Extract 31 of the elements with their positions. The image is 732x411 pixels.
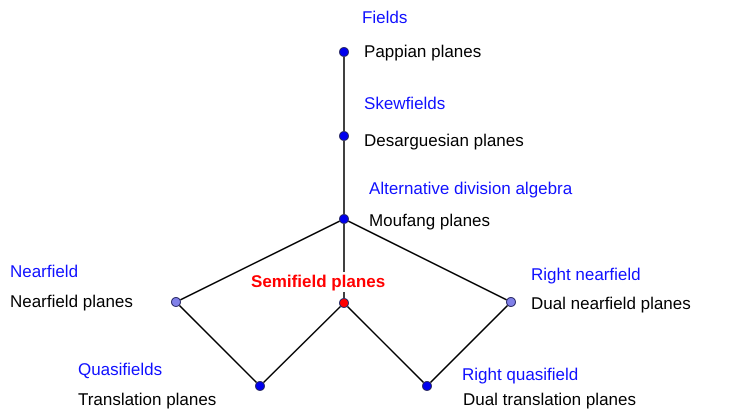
algebra-label: Right nearfield [531, 265, 641, 285]
vertex-dot [506, 297, 516, 307]
plane-label: Nearfield planes [10, 292, 133, 312]
plane-label: Moufang planes [369, 211, 490, 231]
connector-line [343, 57, 345, 131]
algebra-label: Fields [362, 8, 408, 28]
algebra-label: Alternative division algebra [369, 179, 572, 199]
plane-label: Desarguesian planes [364, 131, 524, 151]
algebra-label: Skewfields [364, 94, 446, 114]
vertex-dot [339, 214, 349, 224]
connector-line [343, 141, 345, 214]
algebra-label: Quasifields [78, 360, 162, 380]
connector-line [348, 220, 507, 300]
algebra-label: Right quasifield [462, 365, 578, 385]
plane-label: Dual nearfield planes [531, 294, 691, 314]
connector-line [347, 306, 424, 383]
vertex-dot [255, 381, 265, 391]
plane-label: Semifield planes [251, 272, 386, 292]
plane-label: Translation planes [78, 390, 216, 410]
plane-label: Pappian planes [364, 42, 482, 62]
vertex-dot [171, 297, 181, 307]
vertex-dot [339, 131, 349, 141]
vertex-dot [422, 381, 432, 391]
algebra-label: Nearfield [10, 262, 78, 282]
connector-line [180, 220, 340, 300]
connector-line [179, 305, 257, 383]
plane-label: Dual translation planes [463, 390, 636, 410]
vertex-dot [339, 298, 349, 308]
connector-line [430, 305, 508, 383]
connector-line [263, 306, 341, 384]
vertex-dot [339, 47, 349, 57]
